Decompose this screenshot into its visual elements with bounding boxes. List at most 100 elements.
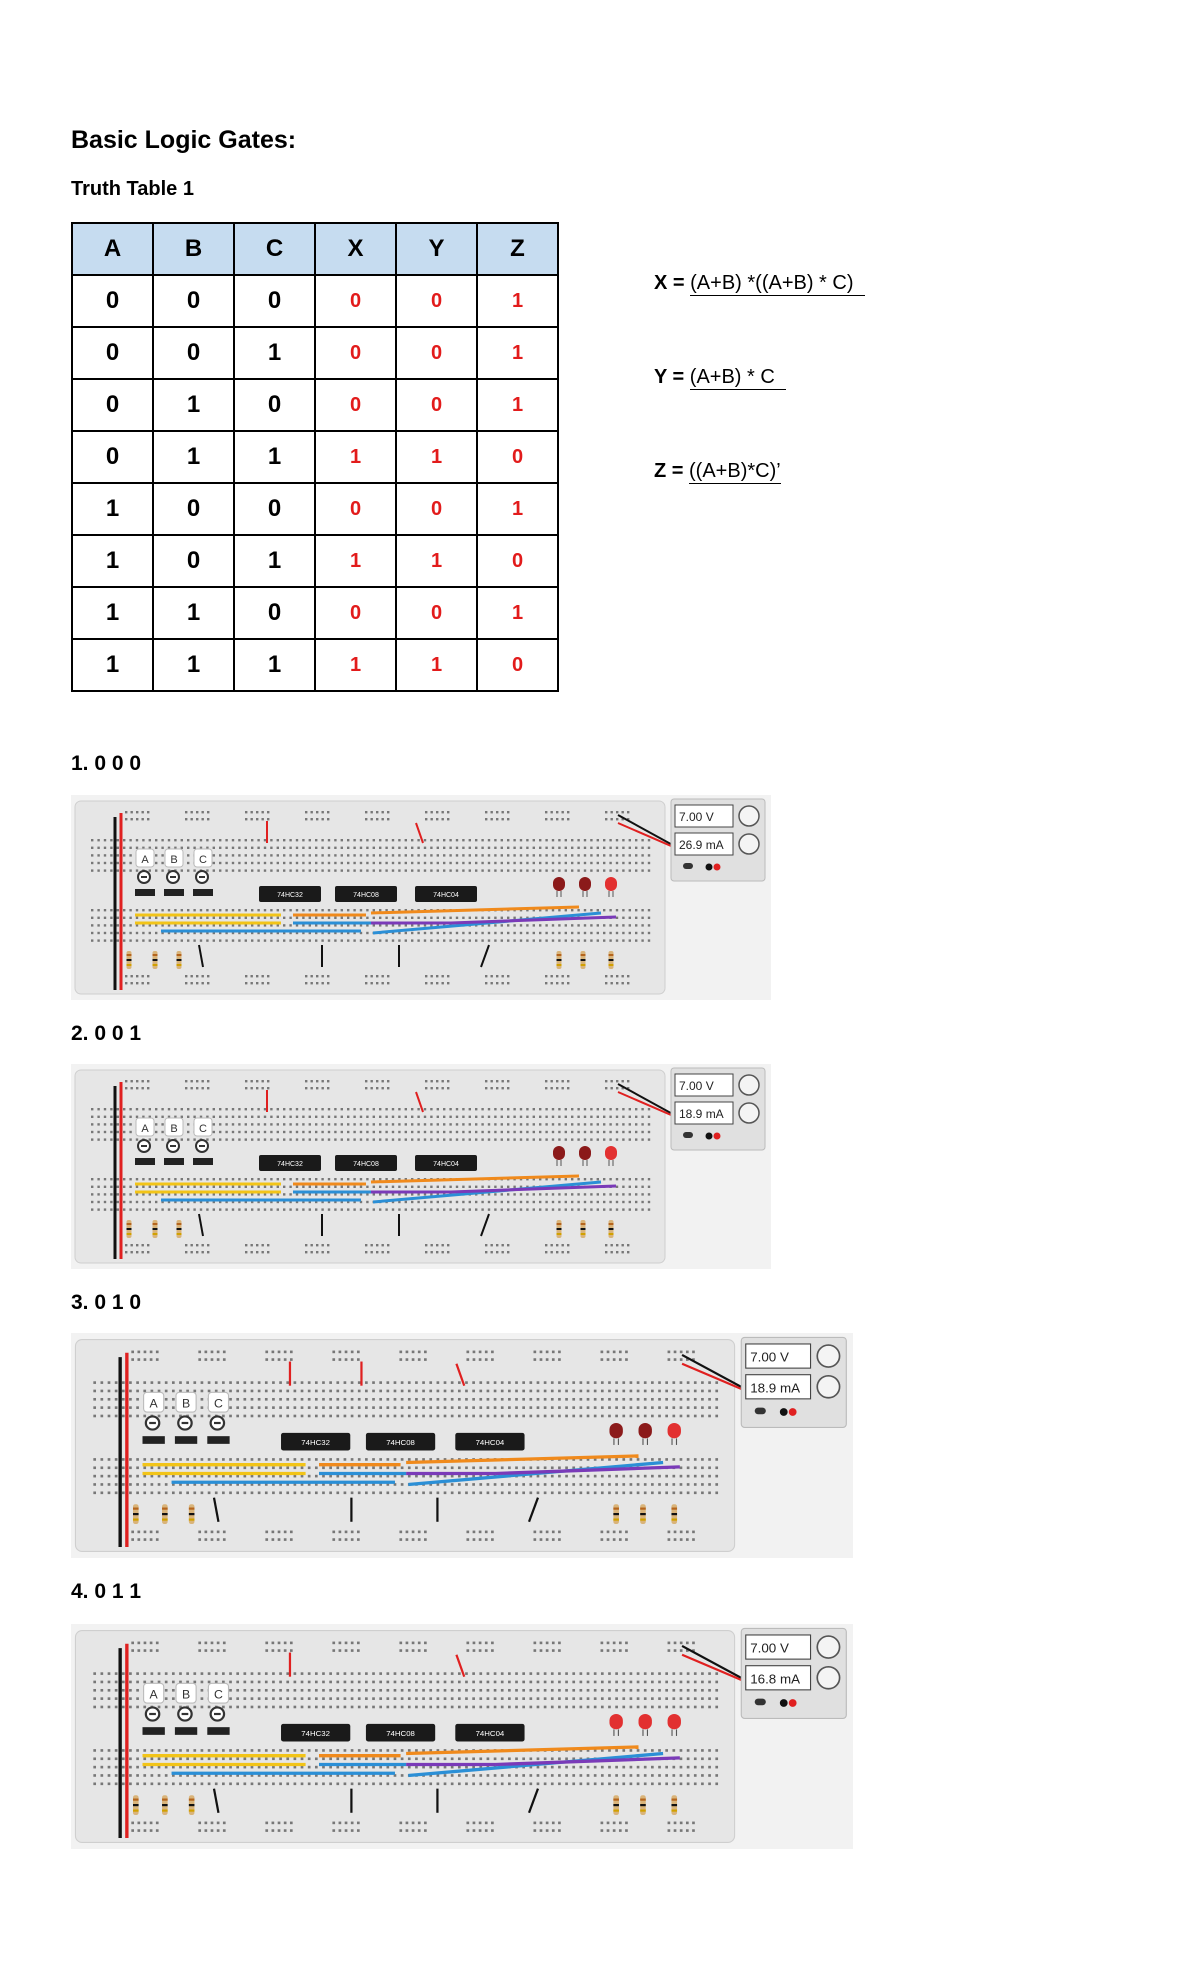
table-cell: 0 <box>395 274 478 328</box>
rail-holes-top <box>485 811 510 821</box>
switch-body <box>143 1682 165 1704</box>
current-display <box>674 832 734 856</box>
table-cell: 1 <box>152 378 235 432</box>
rail-holes-top <box>265 1350 293 1361</box>
terminal-positive <box>788 1408 797 1416</box>
rail-holes-top <box>466 1350 494 1361</box>
led <box>579 1146 591 1166</box>
resistor <box>126 1220 132 1238</box>
wire-red-2 <box>455 1654 466 1678</box>
wire-black-4 <box>527 1497 540 1523</box>
switch-label: A <box>141 1123 149 1135</box>
switch-base <box>174 1436 198 1444</box>
table-cell: 0 <box>314 378 397 432</box>
rail-holes-bottom <box>466 1821 494 1832</box>
power-supply: 7.00 V18.9 mA <box>740 1336 847 1428</box>
rail-holes-top <box>600 1641 628 1652</box>
current-display <box>745 1665 812 1691</box>
rail-holes-top <box>125 811 150 821</box>
rail-holes-bottom <box>485 975 510 985</box>
resistor <box>608 1220 614 1238</box>
chip-label: 74HC32 <box>301 1438 330 1447</box>
switch-body <box>135 848 155 868</box>
case-label-4: 4. 0 1 1 <box>71 1580 142 1603</box>
resistor <box>671 1504 678 1524</box>
chip-body <box>455 1723 525 1742</box>
terminal-negative <box>705 863 713 871</box>
chip-label: 74HC04 <box>476 1438 505 1447</box>
wire-orange-2 <box>406 1454 639 1465</box>
wire-purple-2 <box>495 1756 680 1767</box>
rail-holes-top <box>533 1641 561 1652</box>
switch-body <box>207 1391 230 1413</box>
switch-label: A <box>141 854 149 866</box>
wire-purple-2 <box>450 1184 617 1194</box>
rail-holes-bottom <box>131 1530 159 1541</box>
table-cell: 1 <box>314 534 397 588</box>
current-knob <box>738 1102 760 1124</box>
rail-holes-top <box>667 1350 695 1361</box>
chip-body <box>365 1432 436 1451</box>
resistor <box>580 951 586 969</box>
rail-holes-top <box>466 1641 494 1652</box>
switch-body <box>164 848 184 868</box>
table-cell: 1 <box>476 482 559 536</box>
truth-table-title: Truth Table 1 <box>71 178 194 200</box>
chip-label: 74HC32 <box>301 1729 330 1738</box>
rail-holes-top <box>198 1641 226 1652</box>
grid-holes-upper <box>93 1672 719 1709</box>
table-cell: 1 <box>395 638 478 692</box>
rail-holes-top <box>399 1350 427 1361</box>
rail-holes-top <box>600 1350 628 1361</box>
switch-base <box>174 1727 198 1735</box>
equation-y-rhs: (A+B) * C <box>689 366 775 388</box>
power-switch <box>683 1132 693 1138</box>
header-a: A <box>71 222 154 276</box>
table-cell: 0 <box>233 274 316 328</box>
switch-base <box>207 1727 230 1735</box>
table-cell: 1 <box>233 638 316 692</box>
rail-holes-top <box>305 811 330 821</box>
resistor <box>613 1504 619 1524</box>
case-label-2: 2. 0 0 1 <box>71 1022 142 1045</box>
equation-z-lhs: Z = <box>654 460 690 482</box>
table-cell: 1 <box>476 586 559 640</box>
wire-orange-2 <box>370 1174 580 1184</box>
table-cell: 0 <box>476 638 559 692</box>
resistor <box>580 1220 586 1238</box>
grid-holes-lower <box>93 1749 719 1786</box>
wire-red-2 <box>415 822 424 844</box>
rail-holes-bottom <box>605 975 630 985</box>
table-cell: 1 <box>476 378 559 432</box>
chip-body <box>281 1723 351 1742</box>
rail-holes-top <box>667 1641 695 1652</box>
rail-holes-bottom <box>265 1530 293 1541</box>
rail-holes-top <box>332 1350 360 1361</box>
switch-c: C <box>207 1682 230 1735</box>
rail-holes-bottom <box>600 1821 628 1832</box>
chip-body <box>415 1155 477 1171</box>
current-readout: 16.8 mA <box>750 1671 800 1686</box>
rail-holes-top <box>605 1080 630 1090</box>
led <box>553 877 565 897</box>
switch-base <box>193 889 213 896</box>
chip-74hc32: 74HC32 <box>259 1155 321 1171</box>
header-z: Z <box>476 222 559 276</box>
chip-74hc04: 74HC04 <box>415 886 477 902</box>
header-b: B <box>152 222 235 276</box>
switch-label: C <box>214 1688 223 1702</box>
rail-holes-top <box>198 1350 226 1361</box>
resistor <box>671 1795 678 1815</box>
wire-black-1 <box>212 1497 220 1522</box>
header-c: C <box>233 222 316 276</box>
switch-c: C <box>207 1391 230 1444</box>
resistor <box>152 951 158 969</box>
chip-74hc04: 74HC04 <box>415 1155 477 1171</box>
rail-holes-bottom <box>305 975 330 985</box>
table-cell: 1 <box>233 430 316 484</box>
